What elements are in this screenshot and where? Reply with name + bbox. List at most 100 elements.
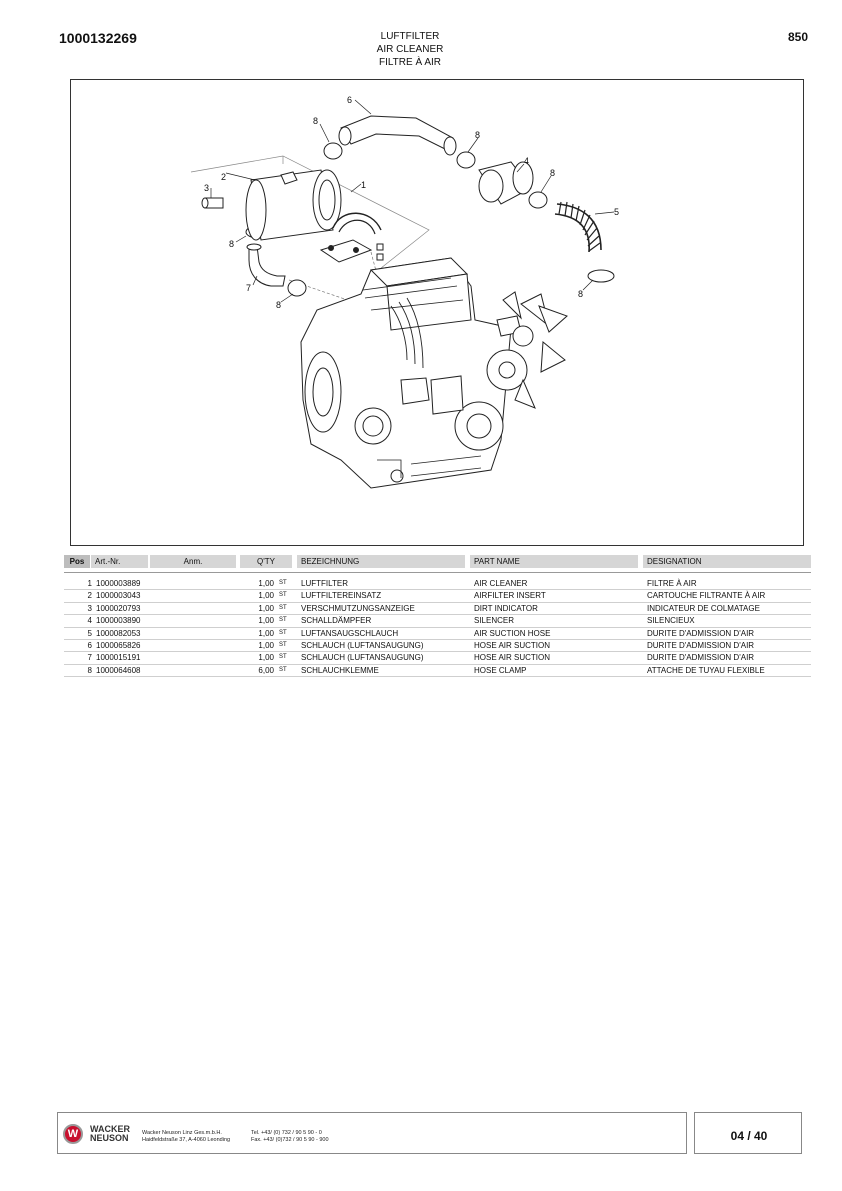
table-row: 4 1000003890 1,00 ST SCHALLDÄMPFER SILENCER SI… <box>64 615 811 628</box>
row-bezeichnung: LUFTFILTER <box>301 579 348 588</box>
street-address: Haidfeldstraße 37, A-4060 Leonding <box>142 1137 231 1143</box>
header-designation: DESIGNATION <box>643 555 811 568</box>
row-unit: ST <box>279 654 287 661</box>
callout-8e: 8 <box>276 300 281 310</box>
bracket-drawing <box>319 212 384 263</box>
row-designation: INDICATEUR DE COLMATAGE <box>647 603 760 613</box>
footer-company: W WACKER NEUSON Wacker Neuson Linz Ges.m… <box>57 1112 687 1154</box>
row-part-name: SILENCER <box>474 616 515 626</box>
row-designation: DURITE D'ADMISSION D'AIR <box>647 628 755 638</box>
callout-3: 3 <box>204 183 209 193</box>
silencer-drawing <box>478 161 534 205</box>
row-bezeichnung: LUFTFILTEREINSATZ <box>301 591 382 601</box>
row-unit: ST <box>279 617 287 624</box>
row-designation: DURITE D'ADMISSION D'AIR <box>647 653 755 663</box>
row-qty: 1,00 <box>258 603 274 613</box>
row-pos: 4 <box>87 616 92 626</box>
callout-8a: 8 <box>313 116 318 126</box>
part-number: 1000132269 <box>59 30 137 46</box>
row-bezeichnung: SCHLAUCHKLEMME <box>301 665 379 675</box>
air-cleaner-drawing <box>245 169 342 241</box>
row-qty: 1,00 <box>258 616 274 626</box>
row-part-name: AIR SUCTION HOSE <box>474 628 551 638</box>
title-de: LUFTFILTER <box>380 31 440 42</box>
callout-8b: 8 <box>475 130 480 140</box>
page-indicator: 04 / 40 <box>694 1112 802 1154</box>
row-qty: 1,00 <box>258 579 274 588</box>
header-art-nr: Art.-Nr. <box>91 555 148 568</box>
row-pos: 1 <box>87 579 92 588</box>
callout-8c: 8 <box>550 168 555 178</box>
row-art-nr: 1000015191 <box>96 653 141 663</box>
row-qty: 6,00 <box>258 665 274 675</box>
hose-6-drawing <box>338 115 457 156</box>
row-part-name: HOSE CLAMP <box>474 665 527 675</box>
page-number: 04 / 40 <box>730 1129 768 1143</box>
table-divider <box>64 572 811 573</box>
row-qty: 1,00 <box>258 640 274 650</box>
page-code: 850 <box>787 30 808 44</box>
callout-5: 5 <box>614 207 619 217</box>
engine-block-drawing <box>300 257 528 489</box>
title-en: AIR CLEANER <box>376 44 444 55</box>
row-pos: 2 <box>87 591 92 601</box>
row-part-name: HOSE AIR SUCTION <box>474 653 551 663</box>
header-part-name: PART NAME <box>470 555 638 568</box>
header-qty: Q'TY <box>240 555 292 568</box>
parts-table-header: Pos Art.-Nr. Anm. Q'TY BEZEICHNUNG PART … <box>64 555 811 568</box>
row-bezeichnung: SCHLAUCH (LUFTANSAUGUNG) <box>301 640 424 650</box>
row-part-name: DIRT INDICATOR <box>474 603 538 613</box>
row-art-nr: 1000020793 <box>96 603 141 613</box>
company-address: Wacker Neuson Linz Ges.m.b.H. Haidfeldst… <box>142 1130 230 1144</box>
callout-labels: 6 8 8 4 8 5 2 3 1 8 7 8 8 <box>204 95 619 310</box>
row-bezeichnung: SCHLAUCH (LUFTANSAUGUNG) <box>301 653 424 663</box>
row-pos: 3 <box>87 603 92 613</box>
row-designation: FILTRE À AIR <box>647 579 697 588</box>
row-qty: 1,00 <box>258 653 274 663</box>
header-pos: Pos <box>64 555 90 568</box>
contact-numbers: Tel. +43/ (0) 732 / 90 5 90 - 0 Fax. +43… <box>251 1130 329 1144</box>
fan-drawing <box>502 291 568 409</box>
frame-lines <box>190 155 430 277</box>
callout-2: 2 <box>221 172 226 182</box>
row-unit: ST <box>279 592 287 599</box>
page-title: LUFTFILTER AIR CLEANER FILTRE À AIR <box>320 30 500 69</box>
row-unit: ST <box>279 580 287 586</box>
dirt-indicator-drawing <box>201 197 224 209</box>
row-unit: ST <box>279 666 287 673</box>
row-part-name: AIR CLEANER <box>474 579 528 588</box>
callout-6: 6 <box>347 95 352 105</box>
row-art-nr: 1000065826 <box>96 640 141 650</box>
row-pos: 5 <box>87 628 92 638</box>
row-art-nr: 1000003890 <box>96 616 141 626</box>
row-designation: DURITE D'ADMISSION D'AIR <box>647 640 755 650</box>
callout-1: 1 <box>361 180 366 190</box>
row-qty: 1,00 <box>258 591 274 601</box>
row-bezeichnung: SCHALLDÄMPFER <box>301 616 372 626</box>
callout-7: 7 <box>246 283 251 293</box>
row-bezeichnung: LUFTANSAUGSCHLAUCH <box>301 628 399 638</box>
row-designation: CARTOUCHE FILTRANTE À AIR <box>647 591 766 601</box>
row-designation: SILENCIEUX <box>647 616 695 626</box>
header-bezeichnung: BEZEICHNUNG <box>297 555 465 568</box>
hose-7-drawing <box>246 243 286 287</box>
suction-hose-drawing <box>554 201 602 253</box>
callout-8f: 8 <box>578 289 583 299</box>
row-designation: ATTACHE DE TUYAU FLEXIBLE <box>647 665 765 675</box>
header-anm: Anm. <box>150 555 236 568</box>
callout-8d: 8 <box>229 239 234 249</box>
row-unit: ST <box>279 641 287 648</box>
row-unit: ST <box>279 629 287 636</box>
row-qty: 1,00 <box>258 628 274 638</box>
fax: Fax. +43/ (0)732 / 90 5 90 - 900 <box>251 1137 329 1143</box>
callout-4: 4 <box>524 156 529 166</box>
exploded-view-figure: 6 8 8 4 8 5 2 3 1 8 7 8 8 <box>70 79 804 546</box>
